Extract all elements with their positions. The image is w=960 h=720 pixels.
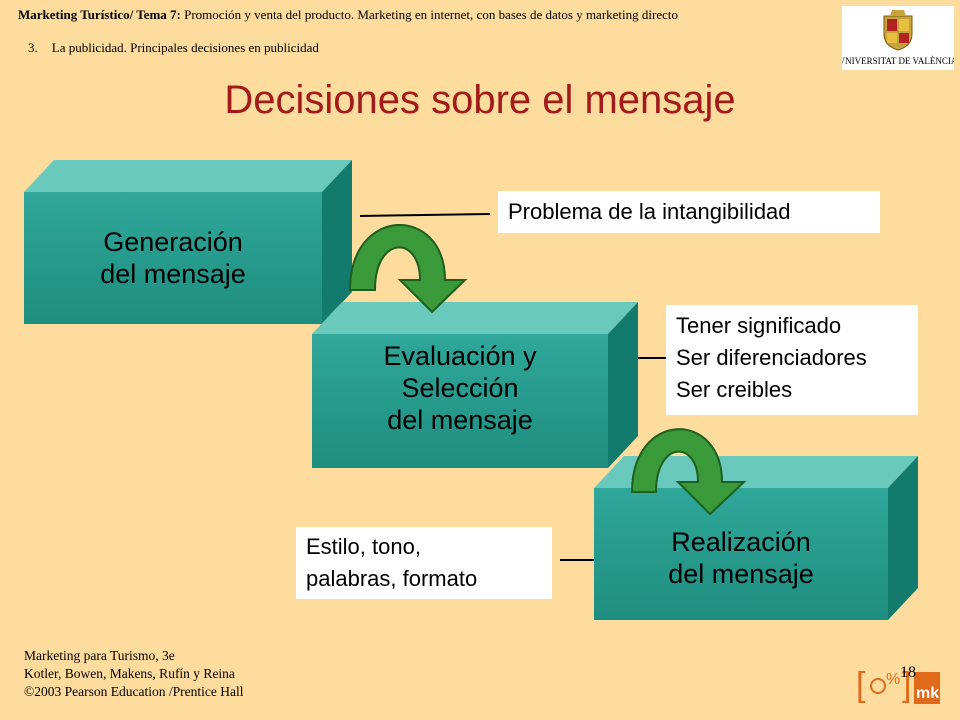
course-subtitle: Promoción y venta del producto. Marketin… [180,7,678,22]
connector-line [359,213,491,217]
mk-logo: [ % ] mk [856,662,940,706]
note-evaluation: Tener significado Ser diferenciadores Se… [666,305,918,415]
step-label-realization: Realización del mensaje [668,527,814,589]
university-crest-icon: VNIVERSITAT DE VALÈNCIA [839,6,958,70]
step-box-realization [594,456,918,620]
step-box-generation [24,160,352,324]
curved-arrow-icon [630,428,747,516]
slide-title: Decisiones sobre el mensaje [224,78,736,122]
university-logo: VNIVERSITAT DE VALÈNCIA [839,6,958,70]
svg-text:%: % [886,671,900,688]
svg-text:mk: mk [916,685,939,702]
note-realization: Estilo, tono, palabras, formato [296,527,552,599]
mk-logo-icon: [ % ] mk [856,666,940,704]
step-label-generation: Generación del mensaje [100,227,246,289]
step-label-evaluation: Evaluación y Selección del mensaje [383,341,537,435]
svg-text:]: ] [902,666,911,704]
university-name: VNIVERSITAT DE VALÈNCIA [842,56,954,66]
curved-arrow-icon [348,224,468,314]
page-number: 18 [900,664,916,681]
course-title: Marketing Turístico/ Tema 7: [18,7,181,22]
step-box-evaluation [312,302,638,468]
slide-footer: Marketing para Turismo, 3e Kotler, Bowen… [24,648,244,699]
section-title: La publicidad. Principales decisiones en… [51,40,319,55]
slide-header: Marketing Turístico/ Tema 7: Promoción y… [18,6,838,23]
svg-text:[: [ [856,666,866,704]
section-heading: 3. La publicidad. Principales decisiones … [28,40,319,56]
note-generation: Problema de la intangibilidad [498,191,880,233]
section-number: 3. [28,40,38,55]
